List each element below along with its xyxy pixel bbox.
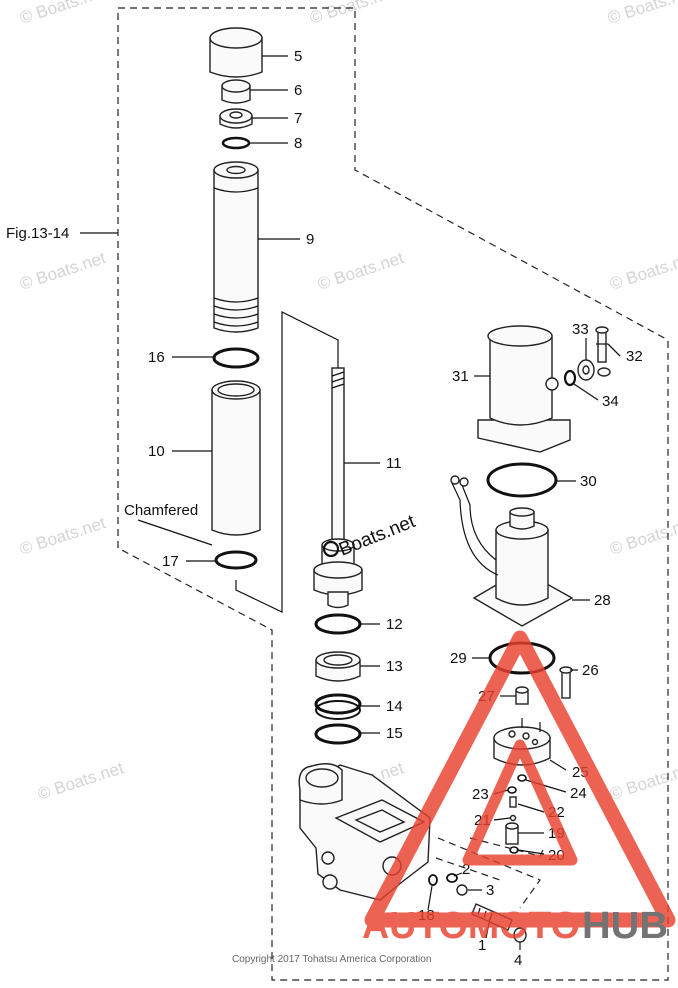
label-part-10: 10 (148, 443, 165, 460)
watermark-top-left: © Boats.net (17, 0, 108, 28)
label-part-8: 8 (294, 135, 302, 152)
part-23-o-ring (507, 786, 517, 794)
part-3-ring (456, 884, 468, 896)
watermark-mid-right: © Boats.net (607, 248, 678, 294)
label-part-15: 15 (386, 725, 403, 742)
watermarks: © Boats.net © Boats.net © Boats.net © Bo… (17, 0, 678, 804)
logo-triangle-inner (462, 739, 578, 866)
automotohub-logo: AUTOMOTO HUB (362, 630, 676, 947)
label-part-34: 34 (602, 393, 619, 410)
label-part-32: 32 (626, 348, 643, 365)
label-part-12: 12 (386, 616, 403, 633)
chamfered-note: Chamfered (124, 502, 198, 519)
part-14-backup-ring (314, 693, 362, 720)
watermark-low-left: © Boats.net (17, 513, 108, 559)
part-2-o-ring (446, 873, 458, 883)
watermark-mid-center: © Boats.net (315, 248, 406, 294)
part-5-cap (209, 27, 263, 78)
label-part-23: 23 (472, 786, 489, 803)
assembly-boundary (117, 7, 669, 981)
part-7-washer (219, 108, 253, 129)
label-part-26: 26 (582, 662, 599, 679)
label-part-11: 11 (386, 455, 402, 472)
part-11-piston-rod (313, 367, 363, 609)
logo-triangle (364, 630, 676, 928)
part-9-cylinder (213, 161, 259, 333)
boats-net-circle-mark (322, 540, 340, 558)
label-part-31: 31 (452, 368, 469, 385)
label-part-4: 4 (514, 952, 522, 969)
assembly-link-line (235, 311, 339, 613)
label-part-29: 29 (450, 650, 467, 667)
part-33-grommet (577, 359, 595, 381)
part-24-o-ring (517, 774, 527, 782)
part-18-o-ring (428, 874, 438, 886)
part-34-o-ring (563, 369, 577, 387)
part-21-ball (509, 814, 517, 822)
part-27-plug (515, 686, 529, 705)
logo-text-automoto: AUTOMOTO (362, 905, 580, 947)
label-part-2: 2 (462, 861, 470, 878)
label-part-33: 33 (572, 321, 589, 338)
boats-net-center-mark: Boats.net (336, 511, 419, 561)
label-part-17: 17 (162, 553, 179, 570)
part-19-valve (505, 822, 519, 845)
part-28-motor (450, 475, 574, 627)
logo-text-hub: HUB (582, 905, 668, 947)
figure-reference: Fig.13-14 (6, 225, 69, 242)
label-part-28: 28 (594, 592, 611, 609)
copyright-text: Copyright 2017 Tohatsu America Corporati… (232, 954, 431, 965)
watermark-top-right: © Boats.net (605, 0, 678, 28)
label-part-13: 13 (386, 658, 403, 675)
part-17-o-ring (214, 550, 258, 570)
label-part-7: 7 (294, 110, 302, 127)
watermark-bottom-left: © Boats.net (35, 758, 126, 804)
part-8-o-ring (221, 136, 251, 150)
label-part-30: 30 (580, 473, 597, 490)
label-part-1: 1 (478, 937, 486, 954)
part-32-bolt-washer (595, 326, 611, 377)
watermark-mid-left: © Boats.net (17, 248, 108, 294)
part-12-o-ring (314, 613, 362, 635)
part-13-seal (315, 651, 361, 682)
part-15-o-ring (314, 723, 362, 745)
label-part-24: 24 (570, 785, 587, 802)
label-part-5: 5 (294, 48, 302, 65)
part-6-nut (221, 79, 251, 104)
label-part-16: 16 (148, 349, 165, 366)
watermark-top-center: © Boats.net (307, 0, 398, 28)
label-part-14: 14 (386, 698, 403, 715)
part-31-motor-cover (477, 325, 571, 453)
label-part-6: 6 (294, 82, 302, 99)
label-part-9: 9 (306, 231, 314, 248)
part-16-o-ring (212, 347, 260, 369)
part-26-bolt (559, 666, 573, 699)
label-part-3: 3 (486, 882, 494, 899)
part-10-sleeve (211, 380, 261, 536)
part-30-o-ring (486, 462, 558, 498)
part-22-pin (509, 796, 517, 808)
